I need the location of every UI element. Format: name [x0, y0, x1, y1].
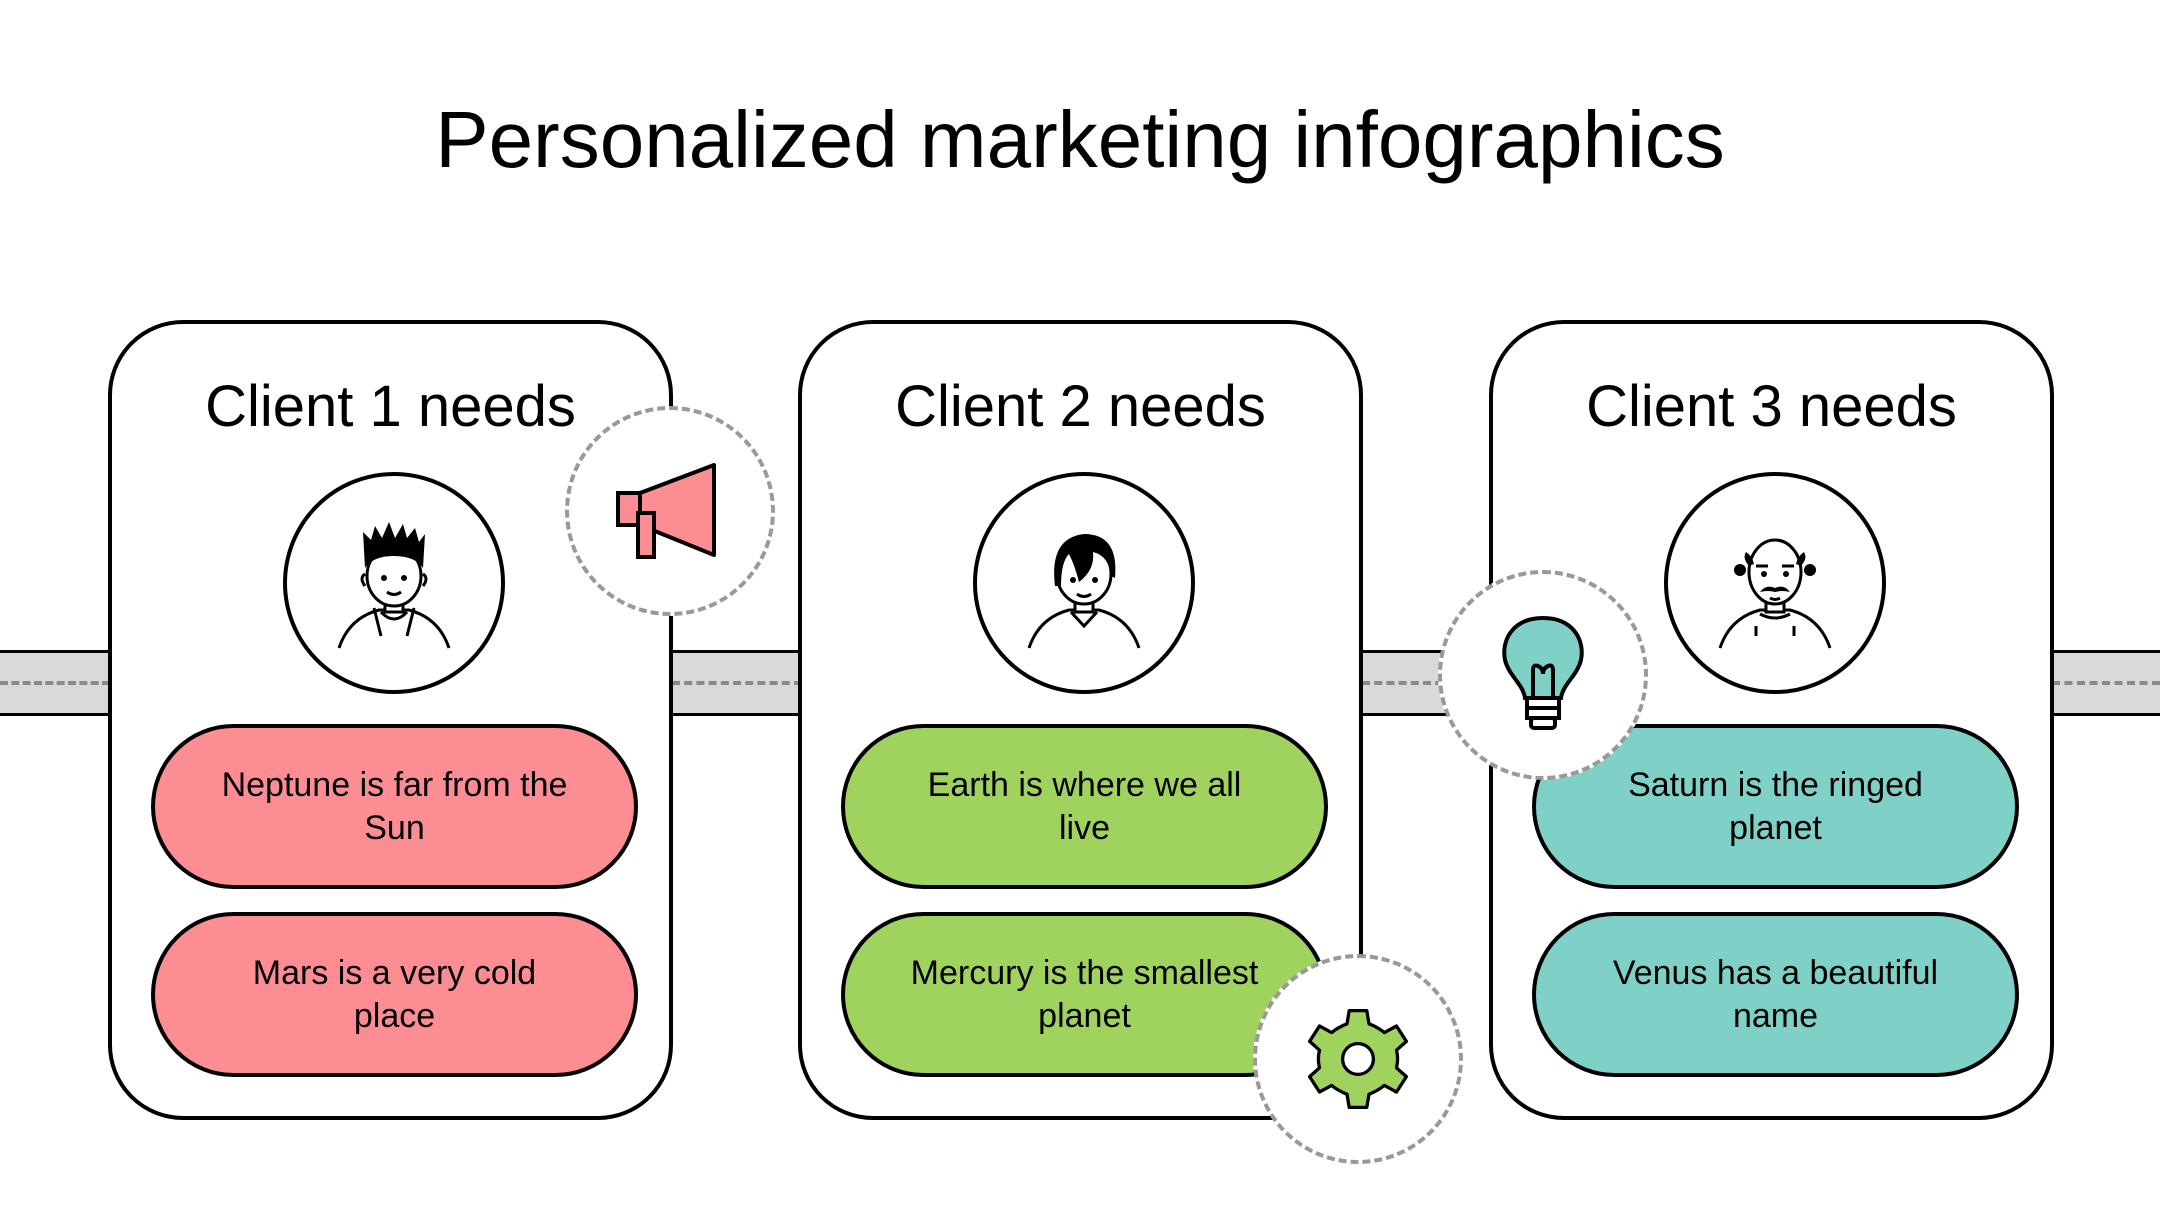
card-title: Client 1 needs: [205, 374, 576, 439]
lightbulb-bubble: [1438, 570, 1648, 780]
gear-bubble: [1253, 954, 1463, 1164]
page-title: Personalized marketing infographics: [435, 95, 1725, 184]
road-segment: [672, 650, 802, 716]
client-card-3: Client 3 needs Saturn is the ringed plan…: [1489, 320, 2054, 1120]
road-segment: [2052, 650, 2160, 716]
need-pill: Mars is a very cold place: [151, 912, 638, 1077]
avatar-client-2: [973, 472, 1195, 694]
avatar-client-1: [283, 472, 505, 694]
megaphone-icon: [616, 463, 716, 559]
road-segment: [0, 650, 110, 716]
gear-icon: [1307, 1008, 1409, 1110]
person-bob-hair-icon: [1027, 534, 1141, 649]
lightbulb-icon: [1502, 615, 1584, 730]
avatar-client-3: [1664, 472, 1886, 694]
need-pill: Neptune is far from the Sun: [151, 724, 638, 889]
need-pill: Earth is where we all live: [841, 724, 1328, 889]
person-spiky-hair-icon: [337, 522, 451, 649]
client-card-2: Client 2 needs Earth is where we all liv…: [798, 320, 1363, 1120]
card-title: Client 3 needs: [1586, 374, 1957, 439]
person-bald-mustache-icon: [1718, 538, 1832, 649]
client-card-1: Client 1 needs Neptune is far from the S…: [108, 320, 673, 1120]
card-title: Client 2 needs: [895, 374, 1266, 439]
need-pill: Venus has a beautiful name: [1532, 912, 2019, 1077]
megaphone-bubble: [565, 406, 775, 616]
